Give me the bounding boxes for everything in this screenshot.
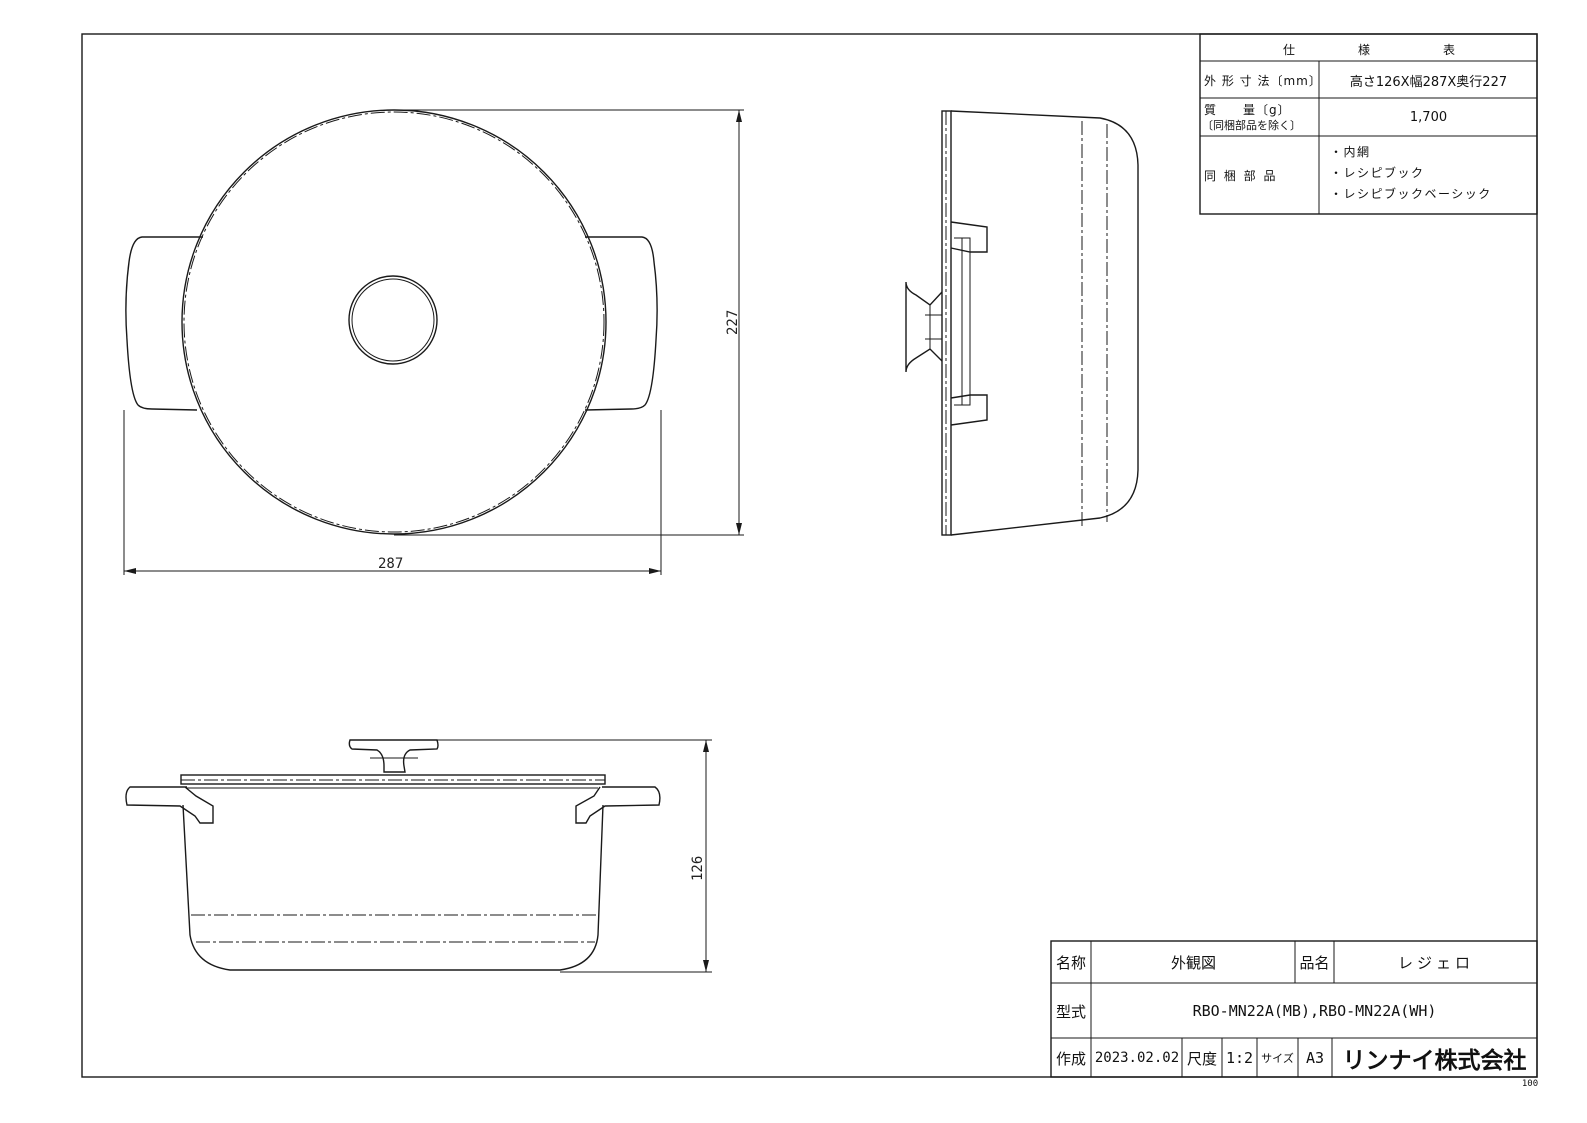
spec-included-item: ・レシピブック — [1330, 166, 1425, 180]
spec-included-label: 同 梱 部 品 — [1204, 169, 1278, 183]
title-name-label: 名称 — [1055, 954, 1086, 972]
side-view-body — [950, 110, 1139, 536]
side-view-handle-top — [950, 221, 988, 253]
spec-dimensions-value: 高さ126X幅287X奥行227 — [1349, 74, 1508, 90]
top-view-right-handle — [584, 236, 658, 411]
spec-header-2: 様 — [1357, 42, 1372, 57]
title-scale-value: 1:2 — [1225, 1049, 1254, 1067]
dim-depth: 227 — [394, 109, 744, 536]
spec-weight-label: 質 量〔g〕 — [1204, 102, 1291, 117]
title-size-label: サイズ — [1261, 1052, 1294, 1065]
side-view-handle-bottom — [950, 394, 988, 426]
spec-included-list: ・内網 ・レシピブック ・レシピブックベーシック — [1330, 142, 1492, 205]
front-view-right-handle — [575, 786, 661, 824]
sheet-border — [81, 33, 1538, 1078]
spec-weight-value: 1,700 — [1409, 110, 1448, 125]
title-product-value: レジェロ — [1397, 954, 1474, 972]
spec-header-1: 仕 — [1282, 42, 1297, 57]
corner-note: 100 — [1521, 1079, 1539, 1089]
front-view-knob — [348, 739, 439, 773]
spec-header-3: 表 — [1442, 42, 1457, 57]
title-model-label: 型式 — [1055, 1002, 1086, 1021]
dim-height-label: 126 — [690, 856, 706, 881]
dim-depth-label: 227 — [725, 310, 741, 335]
front-view — [125, 739, 661, 971]
title-scale-label: 尺度 — [1186, 1049, 1217, 1068]
spec-table-grid — [1199, 33, 1538, 215]
top-view — [125, 109, 658, 535]
spec-dimensions-label: 外 形 寸 法〔mm〕 — [1204, 73, 1322, 88]
dim-width: 287 — [123, 410, 662, 575]
spec-included-item: ・レシピブックベーシック — [1330, 187, 1492, 201]
front-view-left-handle — [125, 786, 214, 824]
side-view — [905, 110, 1139, 536]
side-view-knob — [905, 281, 943, 373]
top-view-knob-outer — [348, 275, 438, 365]
dim-height: 126 — [437, 739, 712, 973]
title-created-label: 作成 — [1055, 1049, 1086, 1068]
title-size-value: A3 — [1305, 1049, 1325, 1067]
front-view-body — [182, 804, 604, 971]
title-block-grid — [1050, 940, 1538, 1078]
title-model-value: RBO-MN22A(MB),RBO-MN22A(WH) — [1192, 1002, 1437, 1020]
dim-width-label: 287 — [378, 556, 403, 572]
title-name-value: 外観図 — [1170, 954, 1216, 972]
top-view-knob-inner — [351, 278, 435, 362]
spec-included-item: ・内網 — [1330, 145, 1371, 159]
company-logo-text: リンナイ株式会社 — [1342, 1048, 1527, 1074]
title-created-value: 2023.02.02 — [1094, 1050, 1180, 1066]
top-view-left-handle — [125, 236, 203, 411]
spec-weight-sublabel: 〔同梱部品を除く〕 — [1202, 119, 1301, 132]
title-product-label: 品名 — [1299, 954, 1330, 972]
top-view-lid-inner — [183, 111, 605, 533]
